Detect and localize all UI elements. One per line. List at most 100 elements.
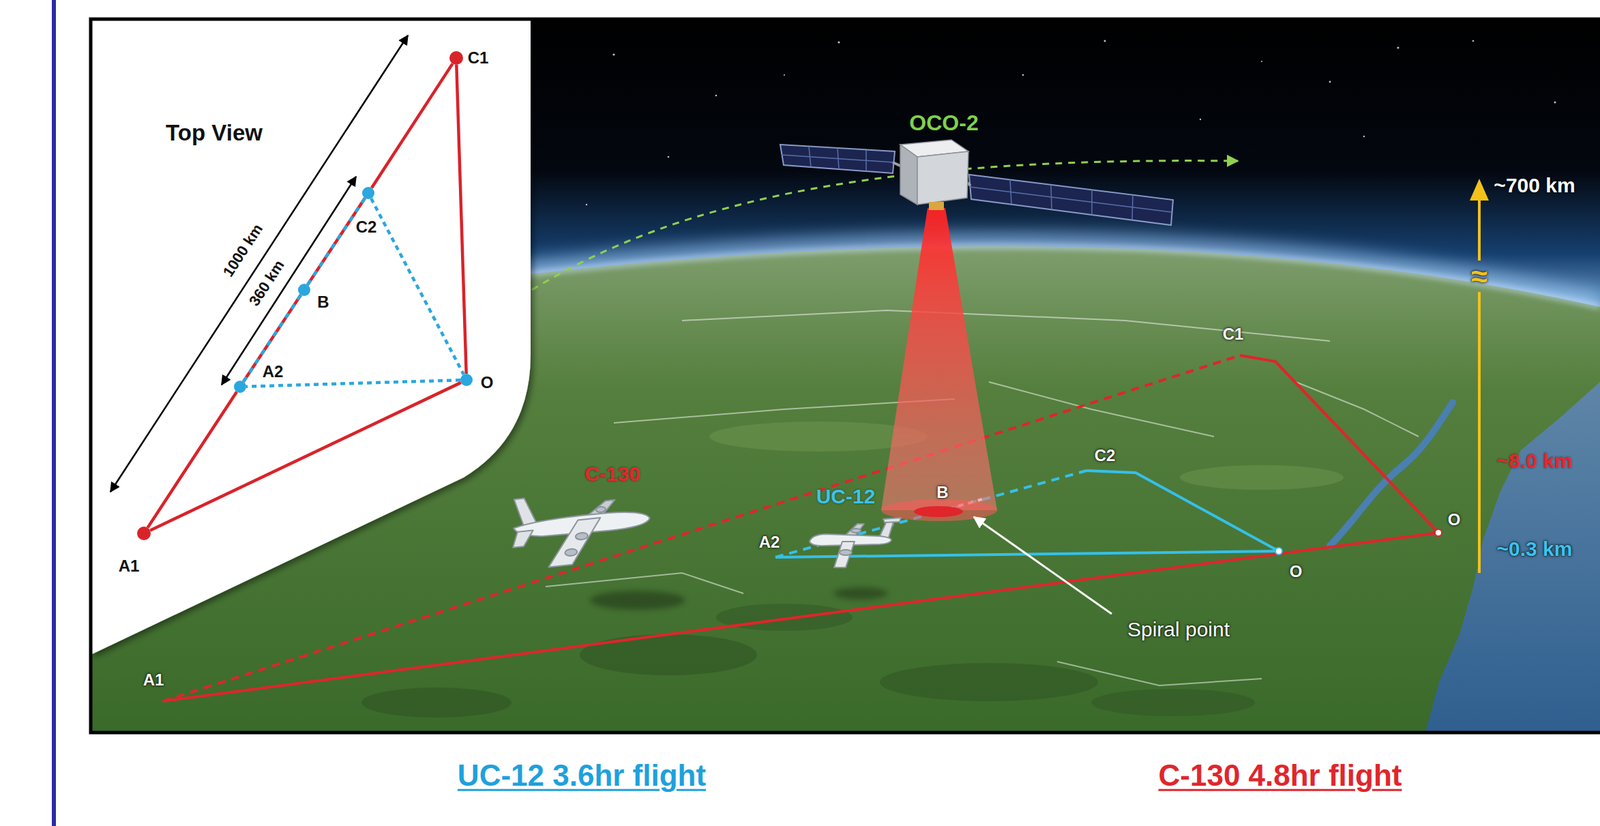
flight-tracks (1086, 470, 1279, 552)
callout-label: Spiral point (1127, 617, 1230, 642)
inset-title: Top View (165, 120, 263, 146)
stars (783, 74, 785, 76)
waypoint-dot: C2 (362, 186, 375, 200)
flight-tracks (163, 532, 1439, 702)
waypoint-label: O (1447, 510, 1461, 530)
aircraft-shadows (589, 590, 686, 610)
stars (1104, 40, 1107, 43)
stars (1363, 135, 1365, 138)
earth-scene (90, 19, 1600, 733)
altitude-label: ~0.3 km (1497, 537, 1573, 562)
waypoint-label: B (936, 482, 948, 502)
flight-leg-dashes (307, 198, 365, 286)
waypoint-dot: A2 (233, 380, 247, 393)
flight-leg (243, 295, 301, 382)
uc12-aircraft (883, 517, 901, 523)
terrain-patches (361, 687, 512, 718)
flight-leg-dashes (243, 295, 301, 382)
callout-arrow (973, 516, 1112, 614)
point-label: O (480, 373, 494, 393)
waypoint-label: A2 (759, 532, 781, 552)
orbit-track (531, 160, 1238, 290)
c130-aircraft (596, 506, 607, 513)
bay (1329, 402, 1453, 546)
waypoint-label: A1 (143, 670, 165, 690)
flight-leg (307, 198, 365, 286)
instrument (928, 201, 944, 211)
waypoint-label: O (1289, 561, 1303, 582)
aircraft-shadows (589, 587, 888, 610)
c130-aircraft (511, 530, 535, 548)
aircraft-name: C-130 (584, 462, 641, 487)
terrain-patches (579, 634, 758, 676)
uc12-aircraft (839, 549, 852, 556)
terrain-patches (879, 662, 1099, 702)
c130-aircraft (508, 485, 655, 571)
flight-leg (371, 198, 464, 375)
uc12-aircraft (851, 528, 861, 533)
waypoint-dot: A1 (137, 526, 151, 541)
axis-break: ≈ (1471, 259, 1488, 294)
image-frame (90, 19, 1600, 733)
altitude-label: ~700 km (1493, 173, 1575, 198)
waypoint-dot: O (460, 373, 473, 387)
point-label: A2 (262, 362, 284, 382)
ocean (1425, 381, 1600, 733)
flight-caption: C-130 4.8hr flight (1158, 758, 1403, 794)
satellite-name: OCO-2 (909, 110, 979, 136)
terrain-patches (361, 421, 1344, 718)
flight-leg (150, 382, 462, 531)
state-borders (1295, 381, 1419, 437)
observation-beam (881, 208, 998, 511)
terrain-patches (1179, 465, 1344, 490)
stars (837, 40, 840, 43)
waypoint-label: C1 (1222, 324, 1244, 344)
flight-tracks (1239, 355, 1439, 533)
stars (1329, 81, 1332, 84)
flight-leg (456, 64, 466, 374)
uc12-aircraft (834, 541, 855, 568)
flight-tracks (1275, 547, 1283, 555)
point-label: C1 (467, 48, 490, 68)
c130-aircraft (544, 517, 605, 567)
aircraft-shadows (833, 587, 888, 600)
waypoint-dot: B (298, 283, 311, 296)
altitude-axis (1477, 197, 1481, 573)
stars (1554, 101, 1557, 104)
page-margin-bar (51, 0, 56, 826)
altitude-label: ~8.0 km (1497, 449, 1573, 474)
state-borders (545, 572, 744, 594)
stars (585, 203, 588, 206)
terrain-patches (716, 603, 853, 631)
stars (1396, 46, 1399, 49)
altitude-axis (1469, 178, 1489, 201)
stars (1261, 60, 1263, 63)
solar-panel (969, 174, 1174, 226)
waypoint-label: C2 (1094, 446, 1116, 466)
flight-leg (371, 63, 453, 188)
flight-tracks (1434, 529, 1442, 537)
altitude-axis (1469, 178, 1489, 573)
top-view-inset (90, 19, 531, 655)
satellite-body (917, 151, 969, 205)
waypoint-dot: C1 (449, 51, 464, 65)
oco2-satellite (780, 139, 1174, 522)
terrain-patches (1091, 688, 1255, 717)
flight-leg (147, 392, 237, 528)
stars (667, 156, 670, 159)
state-borders (1057, 661, 1262, 686)
c130-aircraft (574, 531, 588, 541)
spiral-marker (913, 506, 964, 517)
flight-leg (246, 379, 461, 387)
state-borders (988, 381, 1214, 437)
stars (1472, 40, 1475, 43)
aircraft-name: UC-12 (816, 484, 876, 509)
stars (1022, 74, 1025, 77)
stars (715, 94, 718, 97)
point-label: A1 (118, 556, 140, 576)
flight-caption: UC-12 3.6hr flight (457, 758, 706, 794)
uc12-aircraft (809, 517, 901, 568)
solar-panel (781, 146, 894, 172)
solar-panel (969, 179, 1172, 220)
